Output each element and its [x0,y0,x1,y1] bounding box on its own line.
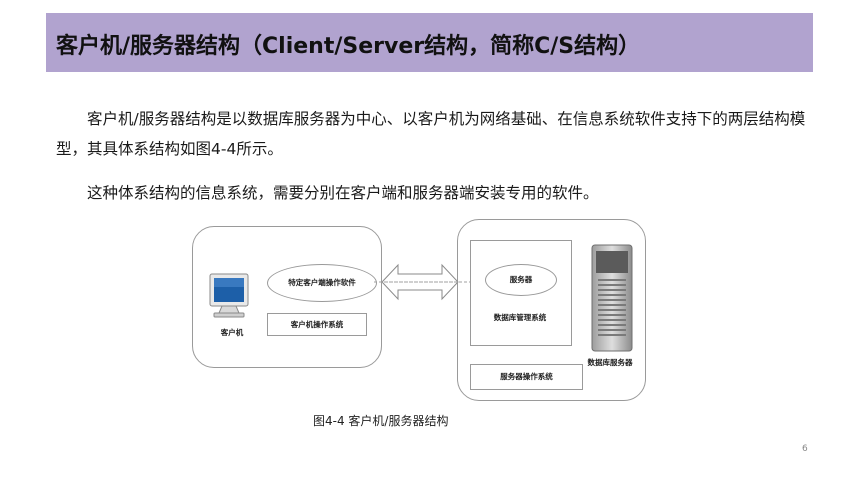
db-management-label: 数据库管理系统 [493,313,547,322]
figure-caption: 图4-4 客户机/服务器结构 [313,414,449,428]
client-software-label: 特定客户端操作软件 [288,278,356,287]
server-os-box: 服务器操作系统 [470,364,583,390]
client-os-label: 客户机操作系统 [290,319,344,329]
server-ellipse-label: 服务器 [509,275,533,284]
title-bar [46,13,813,72]
page-number: 6 [802,444,808,454]
client-software-ellipse: 特定客户端操作软件 [267,264,377,302]
paragraph-1: 客户机/服务器结构是以数据库服务器为中心、以客户机为网络基础、在信息系统软件支持… [56,110,806,158]
client-label: 客户机 [220,328,244,337]
db-server-label: 数据库服务器 [587,358,633,367]
dashed-connector [374,281,486,283]
client-os-box: 客户机操作系统 [267,313,367,336]
paragraph-2: 这种体系结构的信息系统，需要分别在客户端和服务器端安装专用的软件。 [87,184,599,202]
server-ellipse: 服务器 [485,264,557,296]
server-tower-icon [591,244,633,352]
computer-icon [209,273,249,318]
slide-title: 客户机/服务器结构（Client/Server结构，简称C/S结构） [56,34,641,59]
server-os-label: 服务器操作系统 [500,372,553,381]
